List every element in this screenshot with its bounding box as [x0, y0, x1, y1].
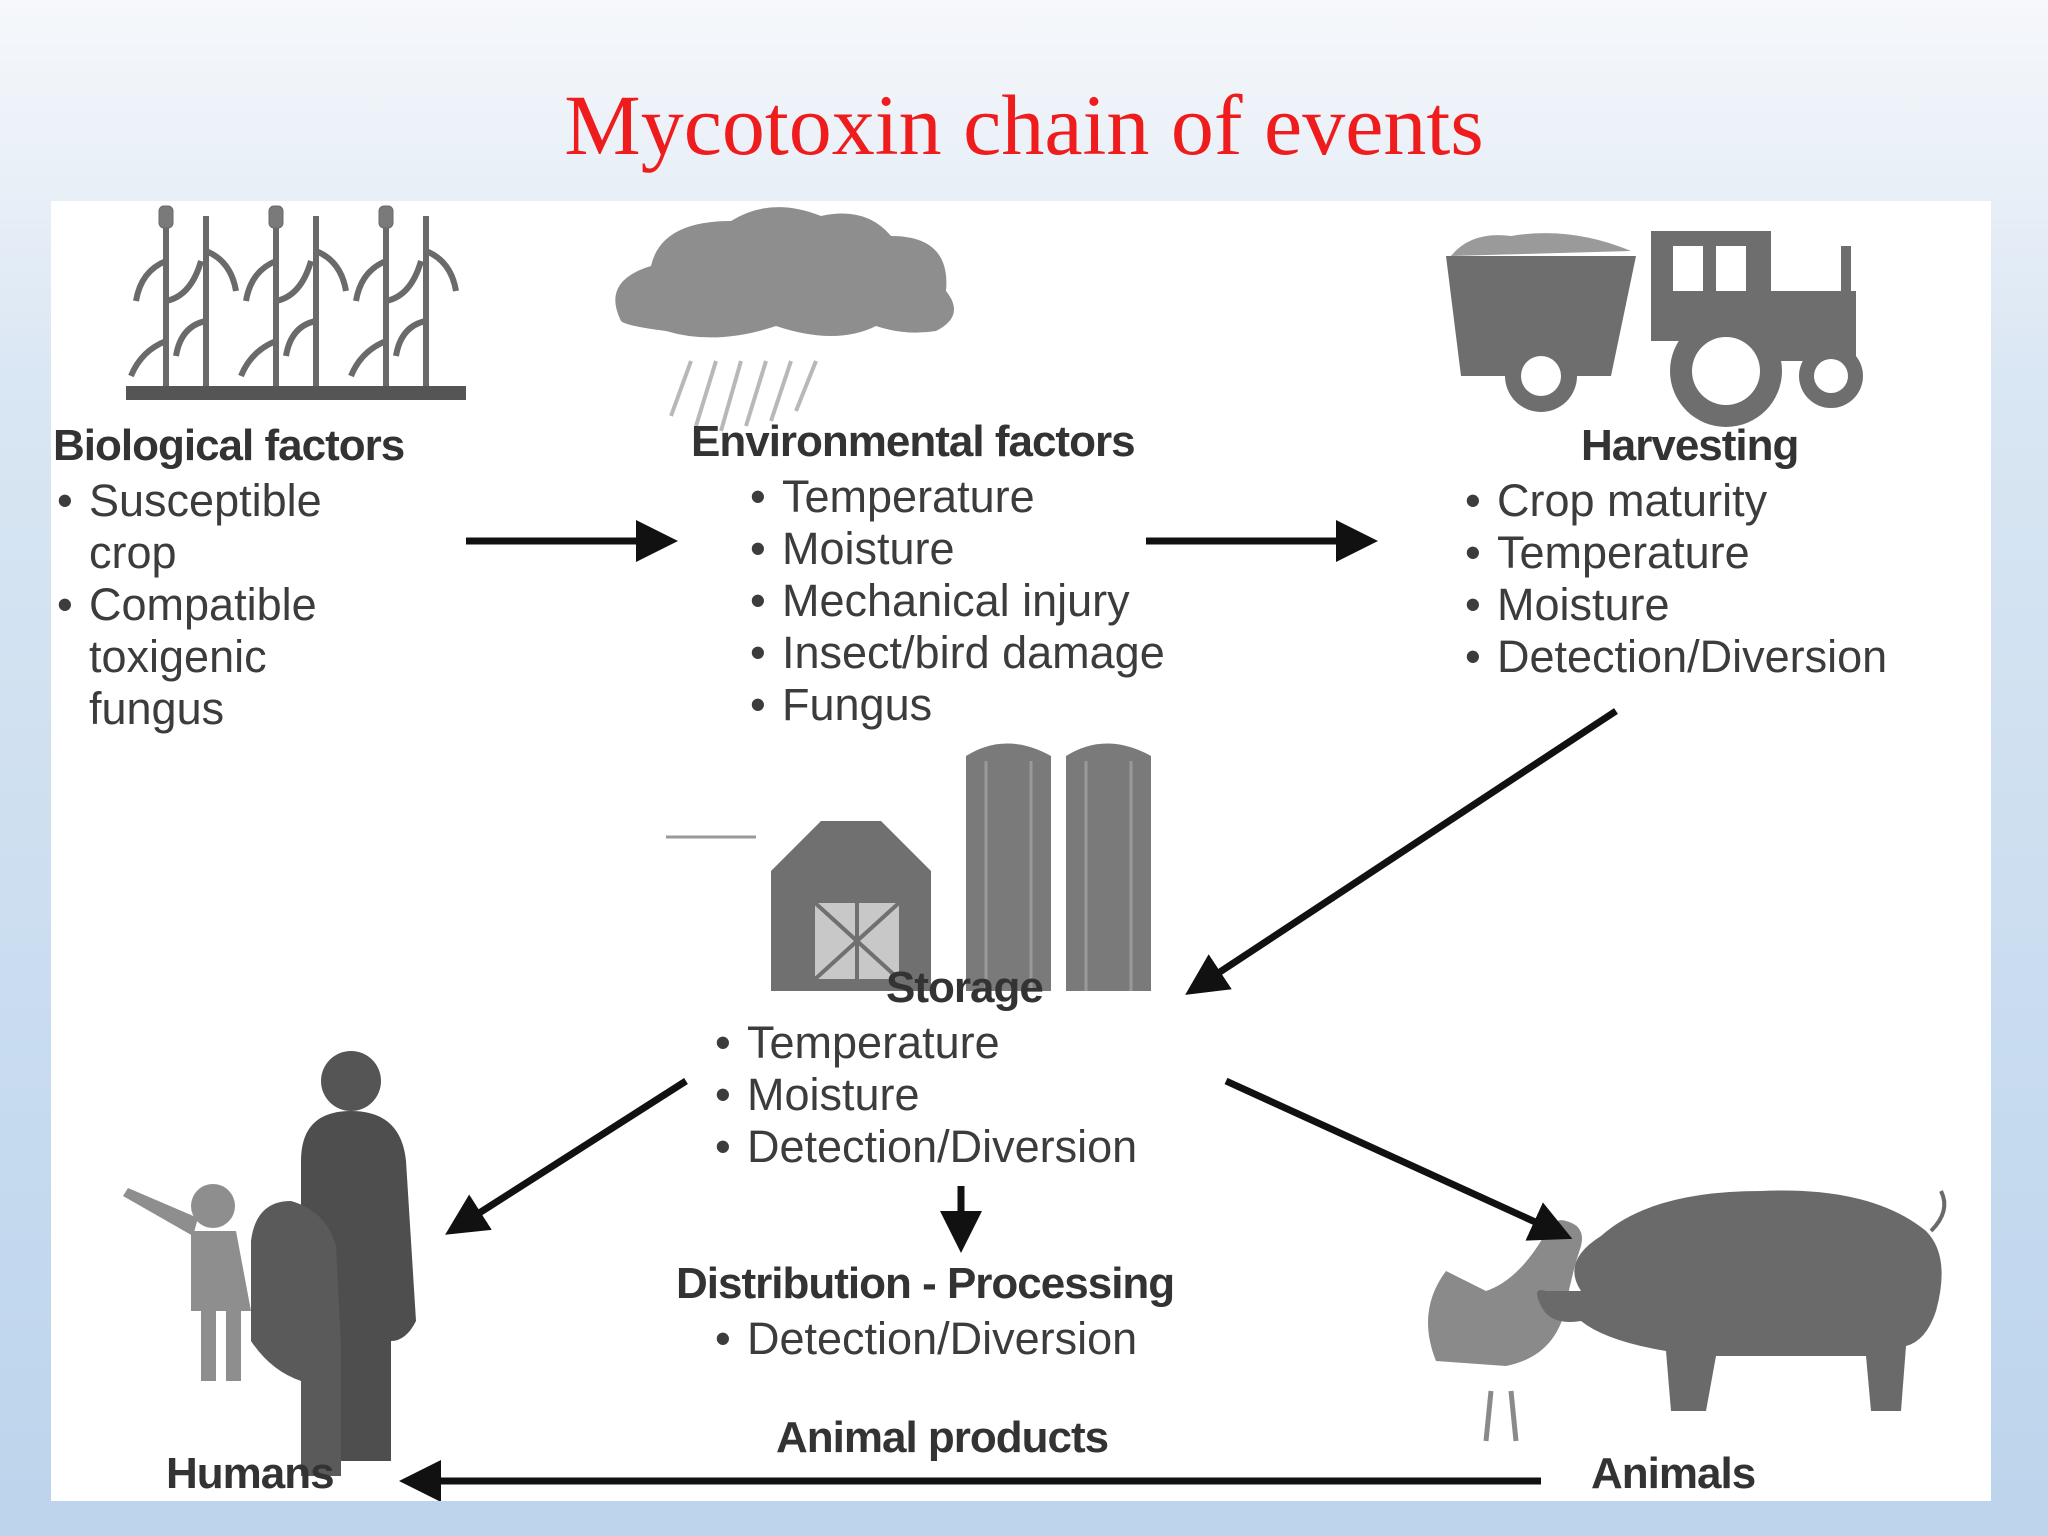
list-item: Fungus	[746, 679, 1165, 731]
tractor-icon	[1446, 231, 1863, 427]
node-harvesting: Harvesting Crop maturity Temperature Moi…	[1461, 421, 1887, 683]
flow-arrows	[399, 520, 1618, 1501]
list-item: Moisture	[746, 523, 1165, 575]
list-item: Compatible toxigenic fungus	[53, 579, 409, 735]
list-item: Temperature	[1461, 527, 1887, 579]
node-environmental: Environmental factors Temperature Moistu…	[691, 417, 1165, 731]
list-item: Moisture	[1461, 579, 1887, 631]
node-heading: Environmental factors	[691, 417, 1136, 466]
diagram-art	[123, 205, 1947, 1501]
node-heading: Distribution - Processing	[676, 1259, 1175, 1308]
list-item: Insect/bird damage	[746, 627, 1165, 679]
chicken-icon	[1428, 1220, 1582, 1442]
node-storage: Storage Temperature Moisture Detection/D…	[711, 963, 1137, 1173]
diagram-panel: Biological factors Susceptible crop Comp…	[51, 201, 1991, 1501]
node-biological: Biological factors Susceptible crop Comp…	[53, 421, 433, 735]
list-item: Susceptible crop	[53, 475, 409, 579]
node-distribution: Distribution - Processing Detection/Dive…	[676, 1259, 1175, 1365]
pig-icon	[1537, 1190, 1947, 1411]
slide-title: Mycotoxin chain of events	[564, 77, 1484, 173]
list-item: Crop maturity	[1461, 475, 1887, 527]
node-humans: Humans	[166, 1449, 335, 1498]
list-item: Detection/Diversion	[711, 1121, 1137, 1173]
list-item: Detection/Diversion	[1461, 631, 1887, 683]
arrow-harvesting-to-storage	[1185, 708, 1618, 995]
list-item: Mechanical injury	[746, 575, 1165, 627]
family-icon	[123, 1051, 416, 1476]
barn-silo-icon	[666, 743, 1151, 991]
node-heading: Biological factors	[53, 421, 405, 470]
list-item: Temperature	[746, 471, 1165, 523]
node-animals: Animals	[1591, 1449, 1756, 1498]
list-item: Temperature	[711, 1017, 1137, 1069]
list-item: Detection/Diversion	[711, 1313, 1174, 1365]
arrow-storage-to-humans	[445, 1078, 688, 1235]
rain-cloud-icon	[615, 207, 954, 432]
list-item: Moisture	[711, 1069, 1137, 1121]
corn-plants-icon	[126, 205, 466, 400]
node-heading: Harvesting	[1581, 421, 1799, 470]
arrow-storage-to-animals	[1224, 1077, 1573, 1241]
edge-label-animal-products: Animal products	[776, 1413, 1109, 1462]
node-heading: Storage	[886, 963, 1044, 1012]
